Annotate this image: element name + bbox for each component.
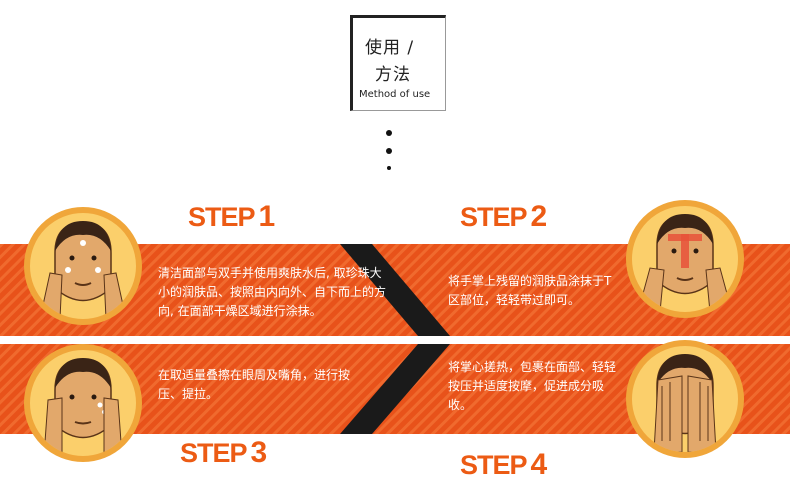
divider-dot (387, 166, 391, 170)
step-3-text: 在取适量叠擦在眼周及嘴角，进行按压、提拉。 (158, 368, 351, 401)
step-4-text: 将掌心搓热，包裹在面部、轻轻按压并适度按摩，促进成分吸收。 (448, 360, 617, 412)
step-4-face-illustration (626, 340, 744, 458)
divider-dot (386, 130, 392, 136)
step-2-text: 将手掌上残留的润肤品涂抹于T区部位，轻轻带过即可。 (448, 274, 612, 307)
band-divider (340, 344, 450, 434)
divider-dot (386, 148, 392, 154)
step-2-face-illustration (626, 200, 744, 318)
title-english: Method of use (359, 89, 431, 100)
title-frame (350, 15, 446, 111)
step-3-face-illustration (24, 344, 142, 462)
band-divider (340, 244, 450, 336)
step-1-text: 清洁面部与双手并使用爽肤水后, 取珍珠大小的润肤品、按照由内向外、自下而上的方向… (158, 266, 387, 318)
step-1-face-illustration (24, 207, 142, 325)
title-line-1: 使用 / (365, 38, 415, 58)
title-line-2: 方法 (375, 65, 411, 85)
